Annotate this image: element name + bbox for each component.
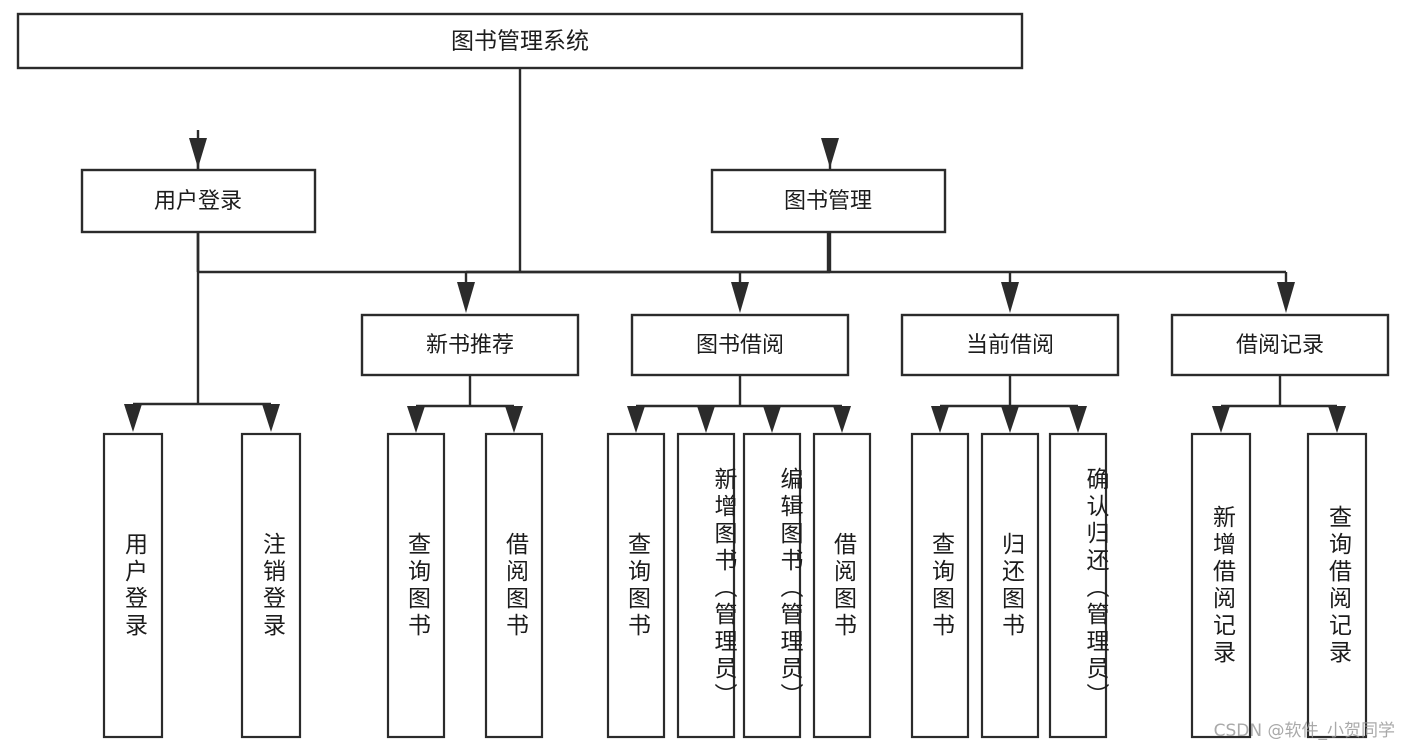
arrowhead-bb-leaf-2 <box>697 406 715 433</box>
arrowhead-cb-leaf-3 <box>1069 406 1087 433</box>
node-book-borrow-label: 图书借阅 <box>696 333 784 358</box>
leaf-boxes <box>102 432 1368 739</box>
node-new-book-rec-box <box>360 313 580 377</box>
leaf-box-logout[interactable] <box>240 432 302 739</box>
node-current-borrow[interactable]: 当前借阅 <box>900 313 1120 377</box>
arrowhead-cb-leaf-2 <box>1001 406 1019 433</box>
leaf-box-bb-edit-book[interactable] <box>742 432 802 739</box>
arrowhead-bb-leaf-1 <box>627 406 645 433</box>
node-current-borrow-label: 当前借阅 <box>966 333 1054 358</box>
node-root[interactable]: 图书管理系统 <box>16 12 1024 70</box>
leaf-box-bb-add-book[interactable] <box>676 432 736 739</box>
leaf-box-cb-confirm-return[interactable] <box>1048 432 1108 739</box>
node-borrow-record[interactable]: 借阅记录 <box>1170 313 1390 377</box>
csdn-watermark: CSDN @软件_小贺同学 <box>1213 721 1395 741</box>
arrowhead-nbr-leaf-1 <box>407 406 425 433</box>
node-current-borrow-box <box>900 313 1120 377</box>
leaf-box-br-add-record[interactable] <box>1190 432 1252 739</box>
arrowhead-book-manage <box>821 138 839 168</box>
node-new-book-rec[interactable]: 新书推荐 <box>360 313 580 377</box>
edge-group-new-book-rec <box>407 375 523 433</box>
arrowhead-br-leaf-2 <box>1328 406 1346 433</box>
node-book-manage-box <box>710 168 947 234</box>
node-book-manage-label: 图书管理 <box>784 189 872 214</box>
leaf-box-bb-query-book[interactable] <box>606 432 666 739</box>
arrowhead-leaf-user-login <box>124 404 142 432</box>
leaf-box-nbr-borrow-book[interactable] <box>484 432 544 739</box>
edge-group-borrow-record <box>1212 375 1346 433</box>
edge-group-user-login <box>124 232 280 432</box>
arrowhead-nbr-leaf-2 <box>505 406 523 433</box>
node-borrow-record-box <box>1170 313 1390 377</box>
edge-group-book-manage <box>457 232 1295 313</box>
node-root-box <box>16 12 1024 70</box>
arrowhead-borrow-record <box>1277 282 1295 313</box>
leaf-box-br-query-record[interactable] <box>1306 432 1368 739</box>
node-root-label: 图书管理系统 <box>451 29 589 55</box>
leaf-box-cb-return-book[interactable] <box>980 432 1040 739</box>
arrowhead-br-leaf-1 <box>1212 406 1230 433</box>
arrowhead-leaf-logout <box>262 404 280 432</box>
arrowhead-new-book-rec <box>457 282 475 313</box>
node-new-book-rec-label: 新书推荐 <box>426 333 514 358</box>
node-book-borrow[interactable]: 图书借阅 <box>630 313 850 377</box>
node-user-login-label: 用户登录 <box>154 189 242 214</box>
leaf-box-cb-query-book[interactable] <box>910 432 970 739</box>
arrowhead-cb-leaf-1 <box>931 406 949 433</box>
arrowhead-book-borrow <box>731 282 749 313</box>
node-book-manage[interactable]: 图书管理 <box>710 168 947 234</box>
node-book-borrow-box <box>630 313 850 377</box>
leaf-box-user-login[interactable] <box>102 432 164 739</box>
node-user-login[interactable]: 用户登录 <box>80 168 317 234</box>
leaf-box-nbr-query-book[interactable] <box>386 432 446 739</box>
edge-group-book-borrow <box>627 375 851 433</box>
arrowhead-bb-leaf-4 <box>833 406 851 433</box>
arrowhead-current-borrow <box>1001 282 1019 313</box>
leaf-box-bb-borrow-book[interactable] <box>812 432 872 739</box>
node-user-login-box <box>80 168 317 234</box>
edge-group-current-borrow <box>931 375 1087 433</box>
node-borrow-record-label: 借阅记录 <box>1236 333 1324 358</box>
arrowhead-bb-leaf-3 <box>763 406 781 433</box>
arrowhead-user-login <box>189 138 207 168</box>
